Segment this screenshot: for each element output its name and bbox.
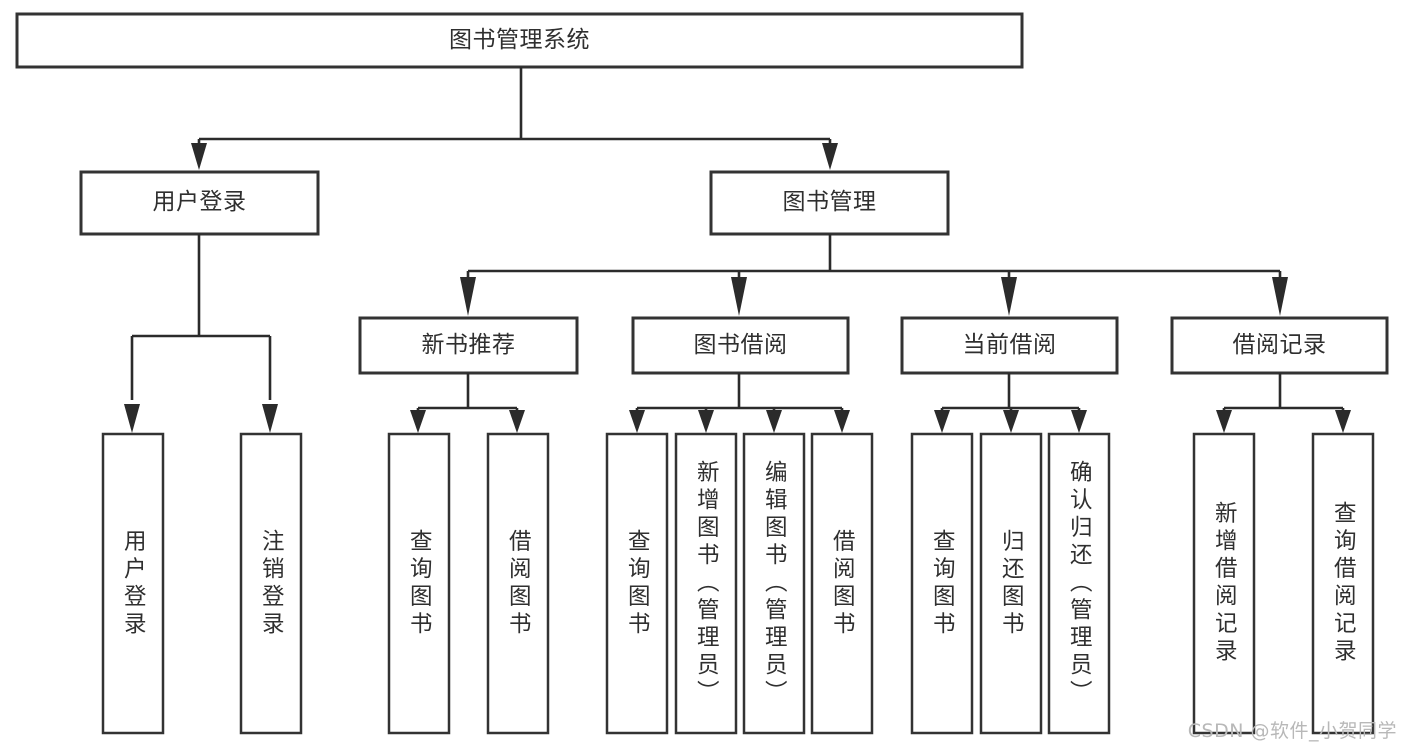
leaf-query-book-3-box[interactable] xyxy=(910,432,974,735)
leaf-confirm-return-box[interactable] xyxy=(1047,432,1111,735)
arrow-to-leaf-query-record xyxy=(1335,410,1351,433)
arrow-to-leaf-borrow-book-1 xyxy=(509,410,525,433)
arrow-to-book-management xyxy=(822,143,838,170)
arrow-to-current-borrow xyxy=(1001,277,1017,316)
csdn-watermark: CSDN @软件_小贺同学 xyxy=(1187,720,1397,742)
leaf-return-book-box[interactable] xyxy=(979,432,1043,735)
arrow-to-leaf-add-book xyxy=(698,410,714,433)
arrow-to-leaf-query-book-1 xyxy=(410,410,426,433)
leaf-borrow-book-1-box[interactable] xyxy=(486,432,550,735)
arrow-to-leaf-confirm-return xyxy=(1071,410,1087,433)
leaf-user-logout-box[interactable] xyxy=(239,432,303,735)
leaf-add-book-box[interactable] xyxy=(674,432,738,735)
leaf-borrow-book-2-box[interactable] xyxy=(810,432,874,735)
arrow-to-leaf-query-book-2 xyxy=(629,410,645,433)
node-user-login-box[interactable] xyxy=(79,170,320,236)
arrow-to-book-borrow xyxy=(731,277,747,316)
node-borrow-record-box[interactable] xyxy=(1170,316,1389,375)
arrow-to-new-book-recommend xyxy=(460,277,476,316)
arrow-to-leaf-user-login xyxy=(124,404,140,433)
arrow-to-borrow-record xyxy=(1272,277,1288,316)
arrow-to-leaf-query-book-3 xyxy=(934,410,950,433)
leaf-user-login-box[interactable] xyxy=(101,432,165,735)
arrow-to-leaf-return-book xyxy=(1003,410,1019,433)
node-book-borrow-box[interactable] xyxy=(631,316,850,375)
leaf-query-book-1-box[interactable] xyxy=(387,432,451,735)
leaf-query-record-box[interactable] xyxy=(1311,432,1375,735)
leaf-query-book-2-box[interactable] xyxy=(605,432,669,735)
arrow-to-leaf-borrow-book-2 xyxy=(834,410,850,433)
node-book-management-box[interactable] xyxy=(709,170,950,236)
arrow-to-user-login xyxy=(191,143,207,170)
node-root-box[interactable] xyxy=(15,12,1024,69)
arrow-to-leaf-user-logout xyxy=(262,404,278,433)
leaf-edit-book-box[interactable] xyxy=(742,432,806,735)
arrow-to-leaf-add-record xyxy=(1216,410,1232,433)
arrow-to-leaf-edit-book xyxy=(766,410,782,433)
node-current-borrow-box[interactable] xyxy=(900,316,1119,375)
leaf-add-record-box[interactable] xyxy=(1192,432,1256,735)
node-new-book-recommend-box[interactable] xyxy=(358,316,579,375)
